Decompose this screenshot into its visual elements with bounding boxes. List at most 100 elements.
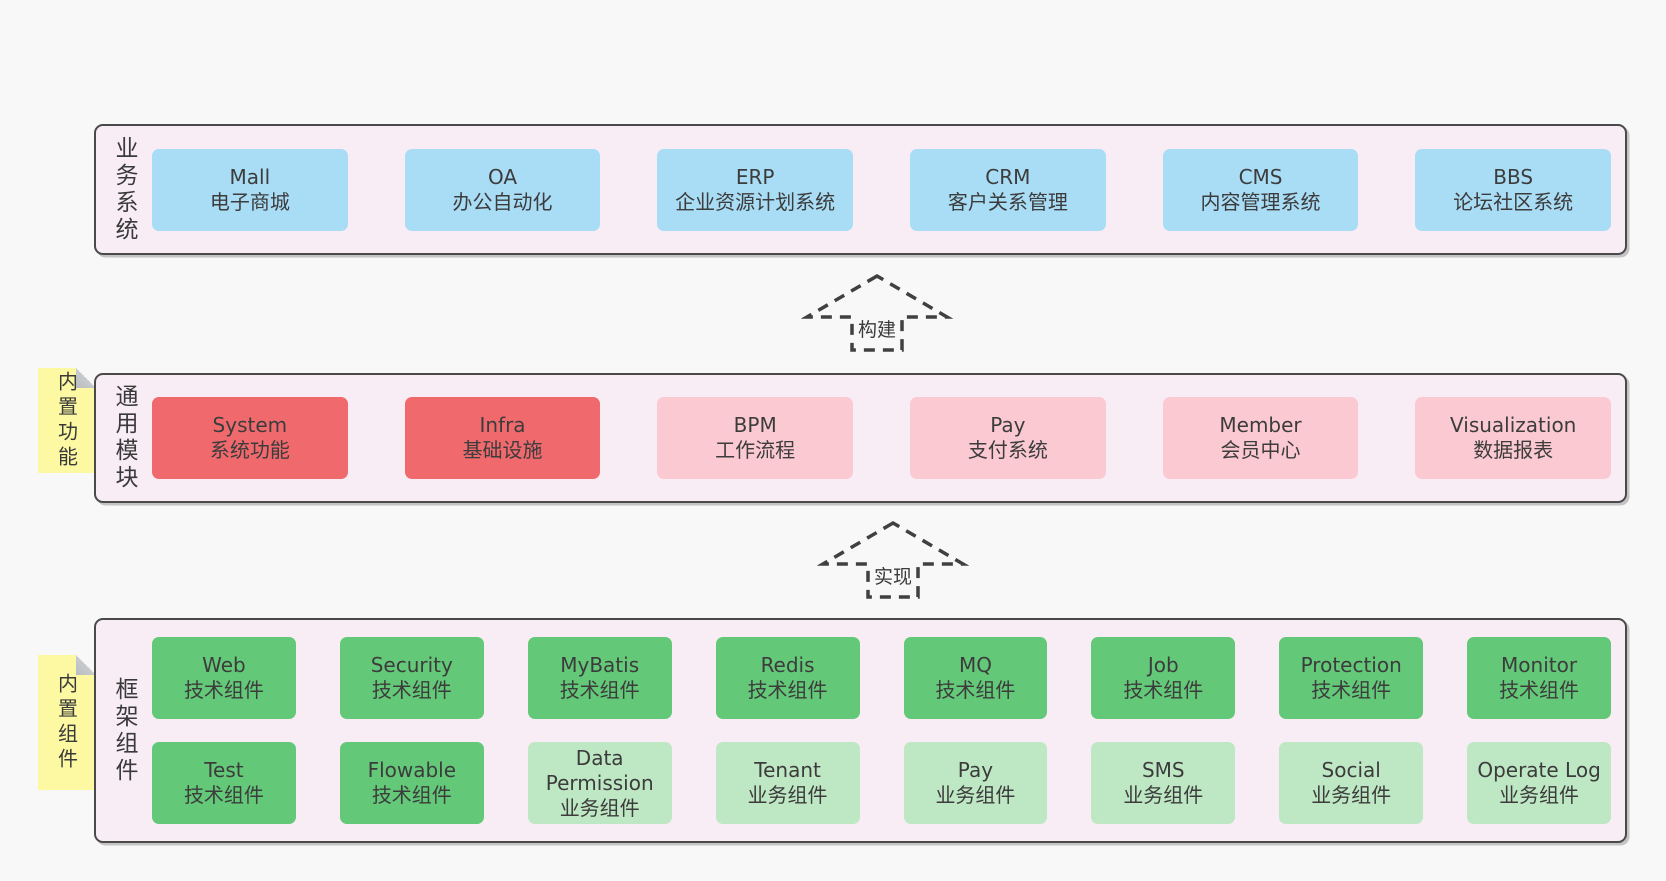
dashed-up-arrow-icon	[801, 273, 953, 352]
node-subtitle: 技术组件	[747, 678, 828, 702]
node-title: MyBatis	[560, 653, 640, 677]
node-title: Test	[204, 758, 244, 782]
node-subtitle: 技术组件	[1311, 678, 1392, 702]
node-title: ERP	[735, 164, 775, 189]
node-title: Job	[1147, 653, 1179, 677]
node-subtitle: 技术组件	[371, 783, 452, 807]
node-subtitle: 内容管理系统	[1200, 189, 1321, 214]
arrow-label: 实现	[870, 562, 916, 589]
sticky-note-label: 内置组件	[54, 672, 79, 773]
node-subtitle: 业务组件	[747, 783, 828, 807]
node-title: Security	[370, 653, 453, 677]
node-subtitle: 办公自动化	[452, 189, 553, 214]
node-title: Infra	[479, 413, 526, 437]
sticky-note-builtin-components: 内置组件	[38, 655, 96, 790]
node-subtitle: 技术组件	[1123, 678, 1204, 702]
node-title: Social	[1321, 758, 1381, 782]
node-title: Data Permission	[545, 745, 654, 795]
folded-corner-icon	[76, 368, 96, 388]
node-subtitle: 数据报表	[1473, 438, 1554, 462]
node-title: Web	[202, 653, 246, 677]
sticky-note-label: 内置功能	[54, 370, 79, 471]
node-title: Operate Log	[1477, 758, 1601, 782]
node-title: BBS	[1493, 164, 1534, 189]
node-subtitle: 业务组件	[1499, 783, 1580, 807]
node-subtitle: 会员中心	[1220, 438, 1301, 462]
node-subtitle: 工作流程	[715, 438, 796, 462]
node-title: Tenant	[754, 758, 821, 782]
node-title: System	[212, 413, 288, 437]
layer-side-label: 业务系统	[111, 135, 137, 244]
node-title: MQ	[958, 653, 992, 677]
node-subtitle: 客户关系管理	[947, 189, 1068, 214]
up-arrow-implement: 实现	[817, 518, 969, 602]
node-subtitle: 业务组件	[1311, 783, 1392, 807]
node-title: BPM	[733, 413, 777, 437]
node-title: CRM	[985, 164, 1031, 189]
node-subtitle: 企业资源计划系统	[675, 189, 836, 214]
node-subtitle: 技术组件	[183, 783, 264, 807]
node-subtitle: 技术组件	[935, 678, 1016, 702]
node-subtitle: 业务组件	[935, 783, 1016, 807]
node-subtitle: 技术组件	[183, 678, 264, 702]
node-subtitle: 技术组件	[559, 678, 640, 702]
node-title: Protection	[1300, 653, 1402, 677]
node-title: Flowable	[367, 758, 457, 782]
node-title: OA	[487, 164, 518, 189]
layer-side-label: 框架组件	[111, 676, 137, 785]
node-subtitle: 电子商城	[209, 189, 290, 214]
node-title: Pay	[957, 758, 994, 782]
node-subtitle: 系统功能	[209, 438, 290, 462]
node-title: Visualization	[1450, 413, 1577, 437]
node-subtitle: 业务组件	[1123, 783, 1204, 807]
node-subtitle: 技术组件	[371, 678, 452, 702]
node-subtitle: 技术组件	[1499, 678, 1580, 702]
node-subtitle: 论坛社区系统	[1453, 189, 1574, 214]
node-title: Monitor	[1501, 653, 1578, 677]
node-subtitle: 业务组件	[559, 795, 640, 820]
sticky-note-builtin-features: 内置功能	[38, 368, 96, 473]
node-subtitle: 基础设施	[462, 438, 543, 462]
node-title: Redis	[760, 653, 815, 677]
dashed-up-arrow-icon	[817, 520, 969, 599]
node-title: Mall	[229, 164, 271, 189]
arrow-label: 构建	[854, 315, 900, 342]
folded-corner-icon	[76, 655, 96, 675]
node-title: Pay	[990, 413, 1026, 437]
